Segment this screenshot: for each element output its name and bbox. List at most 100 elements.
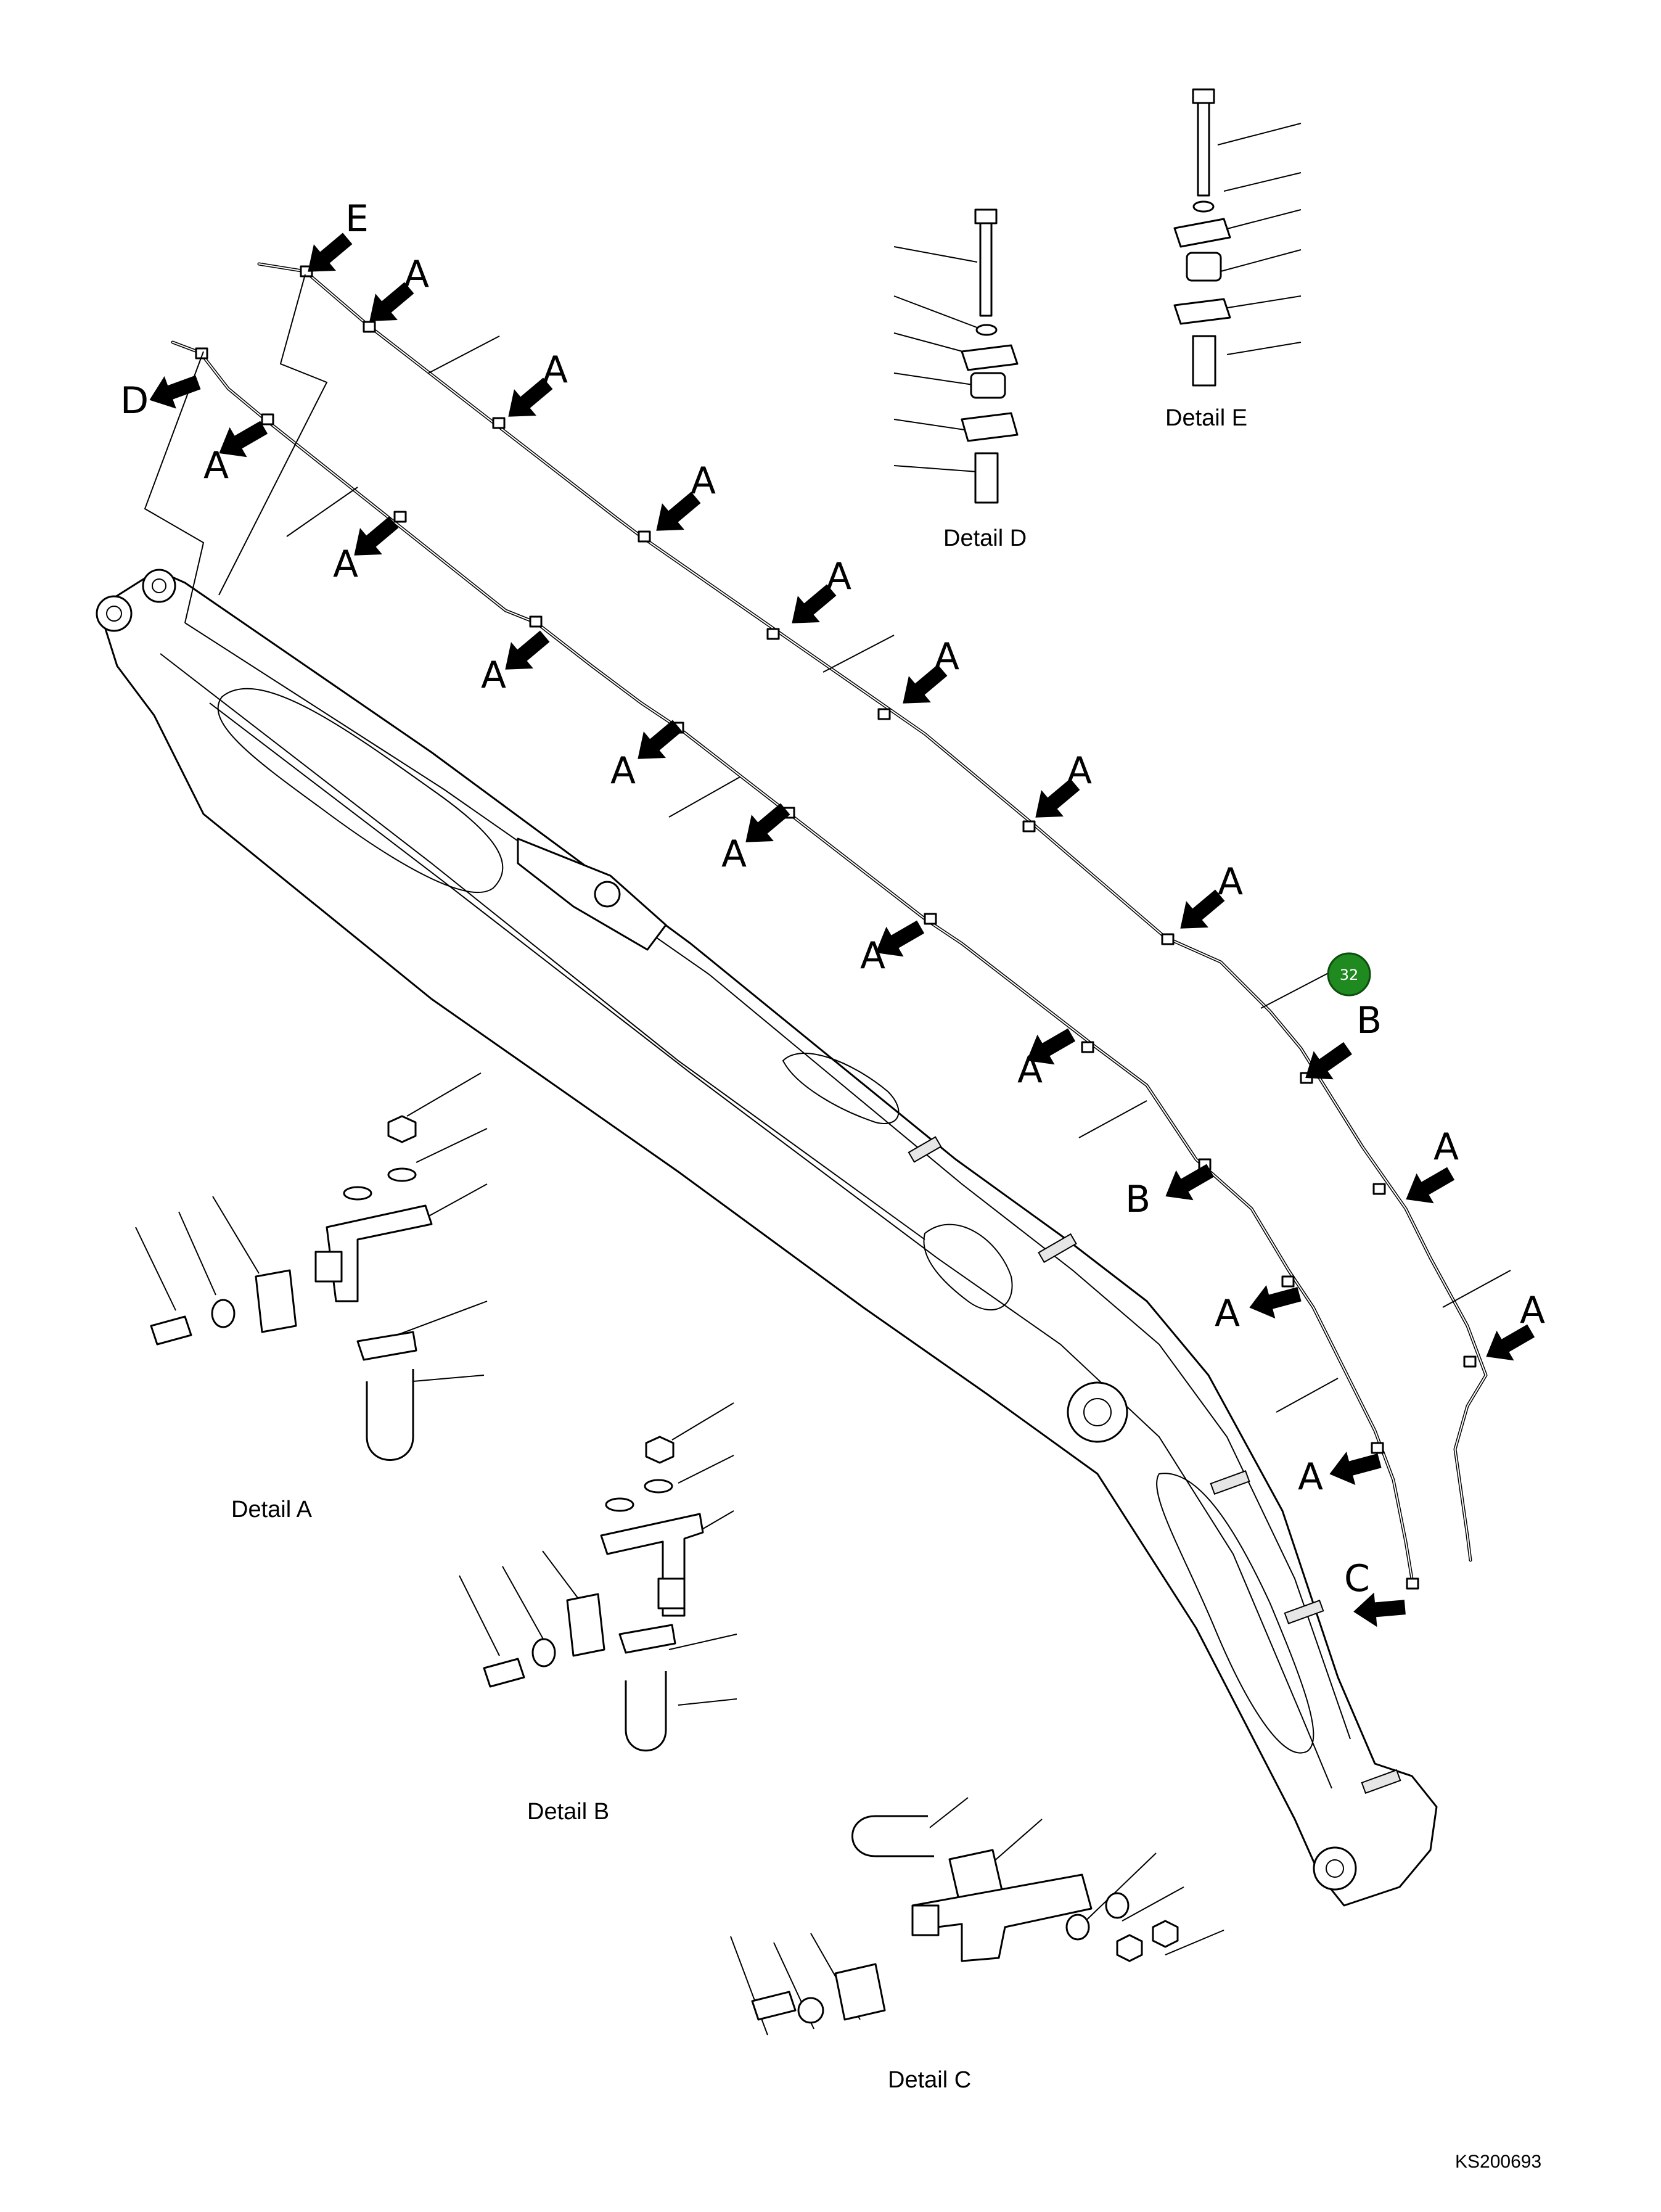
bolt-head	[1192, 88, 1215, 104]
detail-leader	[1165, 1930, 1224, 1955]
marker-a: A	[481, 654, 506, 697]
boom-clamp-4	[1284, 1600, 1324, 1624]
detail-leader	[893, 295, 984, 331]
washer	[605, 1497, 634, 1512]
nut	[1116, 1934, 1143, 1962]
mounting-bracket	[326, 1204, 433, 1302]
pipe-leader	[822, 635, 895, 673]
boom-clamp-1	[908, 1136, 942, 1163]
boom-body	[97, 569, 1438, 1907]
washer	[644, 1479, 673, 1494]
detail-leader	[671, 1402, 734, 1441]
detail-leader	[459, 1575, 500, 1656]
detail-leader	[893, 246, 978, 263]
clip-plate	[255, 1269, 297, 1333]
marker-b: B	[1356, 999, 1382, 1042]
connector	[363, 321, 376, 333]
arm-pivot-pin	[1083, 1398, 1112, 1426]
marker-a: A	[721, 833, 747, 876]
boom-cylinder-bracket	[517, 837, 667, 951]
plate	[1173, 218, 1231, 248]
clip-plate	[834, 1963, 886, 2021]
washer	[387, 1167, 417, 1182]
pipe-leader	[1276, 1378, 1339, 1413]
boom-root-boss-2	[142, 569, 176, 603]
clamp-saddle	[356, 1331, 417, 1361]
connector	[492, 417, 506, 429]
marker-a: A	[1067, 749, 1092, 792]
connector	[1281, 1275, 1295, 1288]
washer	[211, 1299, 236, 1328]
spacer	[1192, 335, 1216, 387]
detail-leader	[425, 1183, 488, 1219]
arrow-icon	[626, 712, 689, 773]
connector	[1463, 1355, 1477, 1368]
marker-a: A	[1218, 860, 1243, 903]
callout-32[interactable]: 32	[1260, 952, 1371, 1009]
pipe-lower-bore	[172, 342, 1413, 1579]
connector	[393, 511, 407, 523]
pipe-leader	[668, 776, 740, 818]
pipe-leader	[1078, 1100, 1147, 1138]
washer	[1105, 1892, 1130, 1919]
washer	[975, 324, 998, 336]
marker-a: A	[826, 555, 851, 598]
detail-e-label: Detail E	[1165, 405, 1247, 431]
connector	[1022, 820, 1036, 833]
marker-a: A	[543, 348, 568, 392]
bolt	[483, 1658, 525, 1688]
washer	[1192, 200, 1215, 213]
marker-a: A	[404, 253, 429, 296]
callout-circle[interactable]	[1327, 952, 1371, 997]
pipe-leader	[1442, 1270, 1511, 1308]
detail-leader	[416, 1128, 488, 1163]
bolt-shank	[979, 222, 993, 317]
connector	[1372, 1183, 1386, 1195]
detail-b: Detail B	[459, 1402, 737, 1825]
detail-c: Detail C	[730, 1797, 1224, 2093]
pipe-connectors	[195, 265, 1477, 1590]
detail-leader	[1223, 295, 1302, 309]
detail-leader	[178, 1211, 216, 1296]
bolt-head	[974, 208, 998, 224]
marker-a: A	[610, 749, 636, 792]
detail-leader	[893, 372, 978, 386]
bolt	[150, 1315, 192, 1346]
detail-leader	[678, 1698, 737, 1706]
clamp-block	[314, 1251, 343, 1283]
connector	[766, 628, 780, 640]
detail-leader	[1122, 1886, 1184, 1922]
connector	[1371, 1442, 1384, 1454]
detail-leader	[893, 332, 975, 355]
detail-c-label: Detail C	[888, 2067, 971, 2093]
collar	[1186, 252, 1222, 282]
detail-leader	[730, 1936, 768, 2036]
bolt-shank	[1197, 102, 1210, 197]
boom-cutout-lower	[1156, 1473, 1314, 1754]
boom-clamp-3	[1210, 1470, 1250, 1495]
pipe-leader	[428, 335, 500, 374]
boom-cutout-middle	[782, 1053, 900, 1124]
detail-leader	[1223, 172, 1302, 192]
marker-e: E	[345, 197, 369, 241]
bolt	[751, 1991, 797, 2021]
boom-clamp-5	[1361, 1769, 1401, 1794]
detail-d: Detail D	[893, 208, 1027, 551]
connector	[877, 708, 891, 720]
detail-leader	[1075, 1852, 1157, 1931]
detail-leader	[135, 1227, 176, 1311]
boom-cutout-upper	[217, 688, 504, 894]
connector	[924, 913, 937, 925]
marker-a: A	[860, 934, 885, 977]
detail-leader	[212, 1196, 260, 1274]
marker-a: A	[1433, 1125, 1459, 1169]
connector	[1406, 1577, 1419, 1590]
boom-root-boss	[96, 595, 133, 632]
location-markers: E A A D A A A A A A A A A A A A B B A A …	[120, 197, 1545, 1629]
connector	[638, 530, 651, 543]
connector	[195, 347, 208, 360]
hydraulic-piping	[144, 262, 1511, 1590]
marker-d: D	[120, 379, 149, 422]
marker-a: A	[1520, 1289, 1545, 1332]
marker-a: A	[333, 543, 358, 586]
